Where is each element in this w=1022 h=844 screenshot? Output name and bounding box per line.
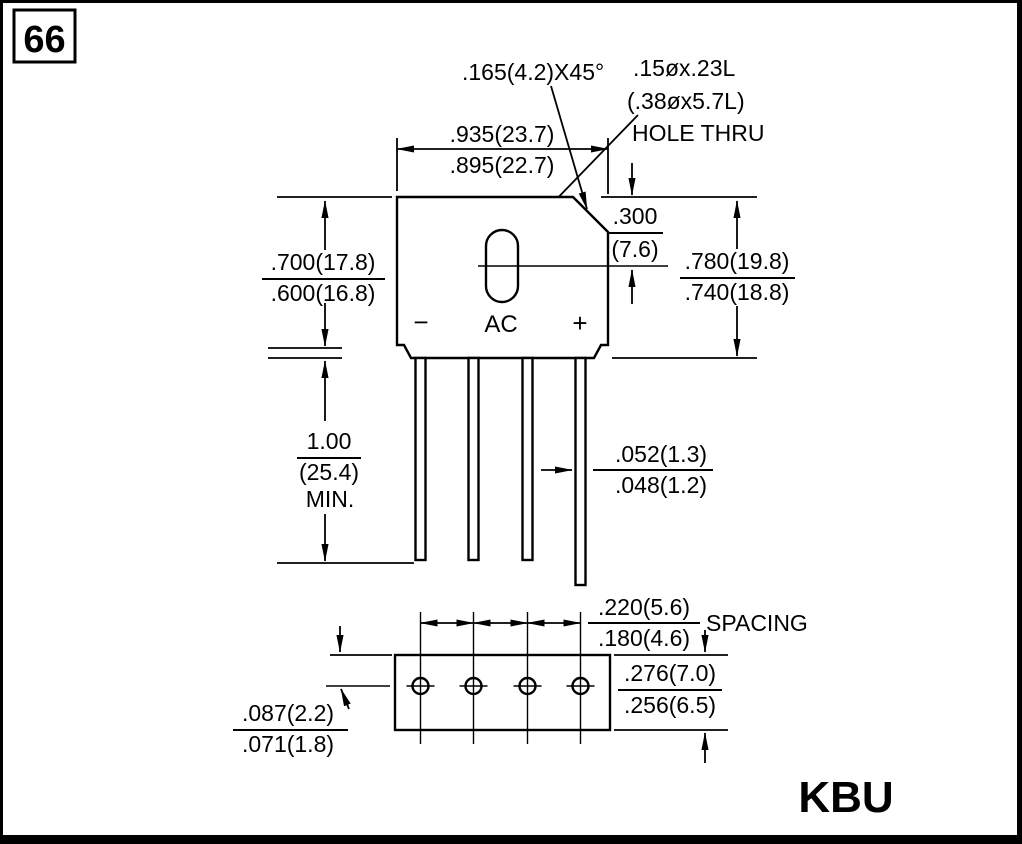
border-top <box>0 0 1022 3</box>
body-height-front-min: .600(16.8) <box>271 280 376 306</box>
dim-hole-center: .300 (7.6) <box>607 163 663 304</box>
lead-length-mm: (25.4) <box>299 459 359 485</box>
page-number-frame <box>12 8 77 64</box>
lead-thickness-max: .052(1.3) <box>615 441 707 467</box>
terminal-minus-label: − <box>413 307 428 337</box>
hole-thru-text: HOLE THRU <box>632 120 765 146</box>
dim-body-height-front: .700(17.8) .600(16.8) <box>262 196 392 359</box>
dim-body-width: .935(23.7) .895(22.7) <box>396 121 609 194</box>
lead-spacing-min: .180(4.6) <box>598 625 690 651</box>
lead-2 <box>467 356 480 562</box>
dim-lead-spacing: .220(5.6) .180(4.6) SPACING <box>419 594 808 651</box>
body-height-overall-max: .780(19.8) <box>685 248 790 274</box>
bottom-view <box>393 612 612 744</box>
page-number: 66 <box>23 19 65 61</box>
dim-base-offset: .087(2.2) .071(1.8) <box>233 626 392 757</box>
base-thickness-max: .276(7.0) <box>624 660 716 686</box>
base-offset-min: .071(1.8) <box>242 731 334 757</box>
dim-base-thickness: .276(7.0) .256(6.5) <box>614 630 728 763</box>
lead-length-in: 1.00 <box>307 428 352 454</box>
chamfer-leader-line <box>550 85 588 210</box>
body-height-overall-min: .740(18.8) <box>685 279 790 305</box>
spacing-label: SPACING <box>706 610 808 636</box>
hole-center-mm: (7.6) <box>611 236 658 262</box>
dim-body-height-overall: .780(19.8) .740(18.8) <box>680 200 795 357</box>
body-height-front-max: .700(17.8) <box>271 249 376 275</box>
chamfer-note-text: .165(4.2)X45° <box>462 59 604 85</box>
component-body: − AC + <box>395 195 668 360</box>
base-thickness-min: .256(6.5) <box>624 692 716 718</box>
lead-1 <box>414 356 427 562</box>
page-number-box: 66 <box>12 8 77 64</box>
border-right <box>1017 0 1022 844</box>
terminal-ac-label: AC <box>484 311 517 338</box>
lead-thickness-min: .048(1.2) <box>615 472 707 498</box>
lead-4 <box>574 356 587 587</box>
dim-lead-length: 1.00 (25.4) MIN. <box>277 360 414 564</box>
component-leads <box>414 356 587 587</box>
body-width-min: .895(22.7) <box>450 152 555 178</box>
border-bottom <box>0 835 1022 844</box>
hole-center-in: .300 <box>613 203 658 229</box>
base-offset-max: .087(2.2) <box>242 700 334 726</box>
lead-3 <box>521 356 534 562</box>
arrow-up <box>340 688 351 710</box>
body-width-max: .935(23.7) <box>450 121 555 147</box>
part-name: KBU <box>798 773 893 822</box>
border-left <box>0 0 3 844</box>
lead-length-qualifier: MIN. <box>306 486 355 512</box>
lead-spacing-max: .220(5.6) <box>598 594 690 620</box>
hole-size-mm-text: (.38øx5.7L) <box>627 88 745 114</box>
dim-lead-thickness: .052(1.3) .048(1.2) <box>541 441 713 498</box>
hole-size-in-text: .15øx.23L <box>633 55 735 81</box>
base-outline <box>393 653 612 732</box>
terminal-plus-label: + <box>572 308 587 338</box>
